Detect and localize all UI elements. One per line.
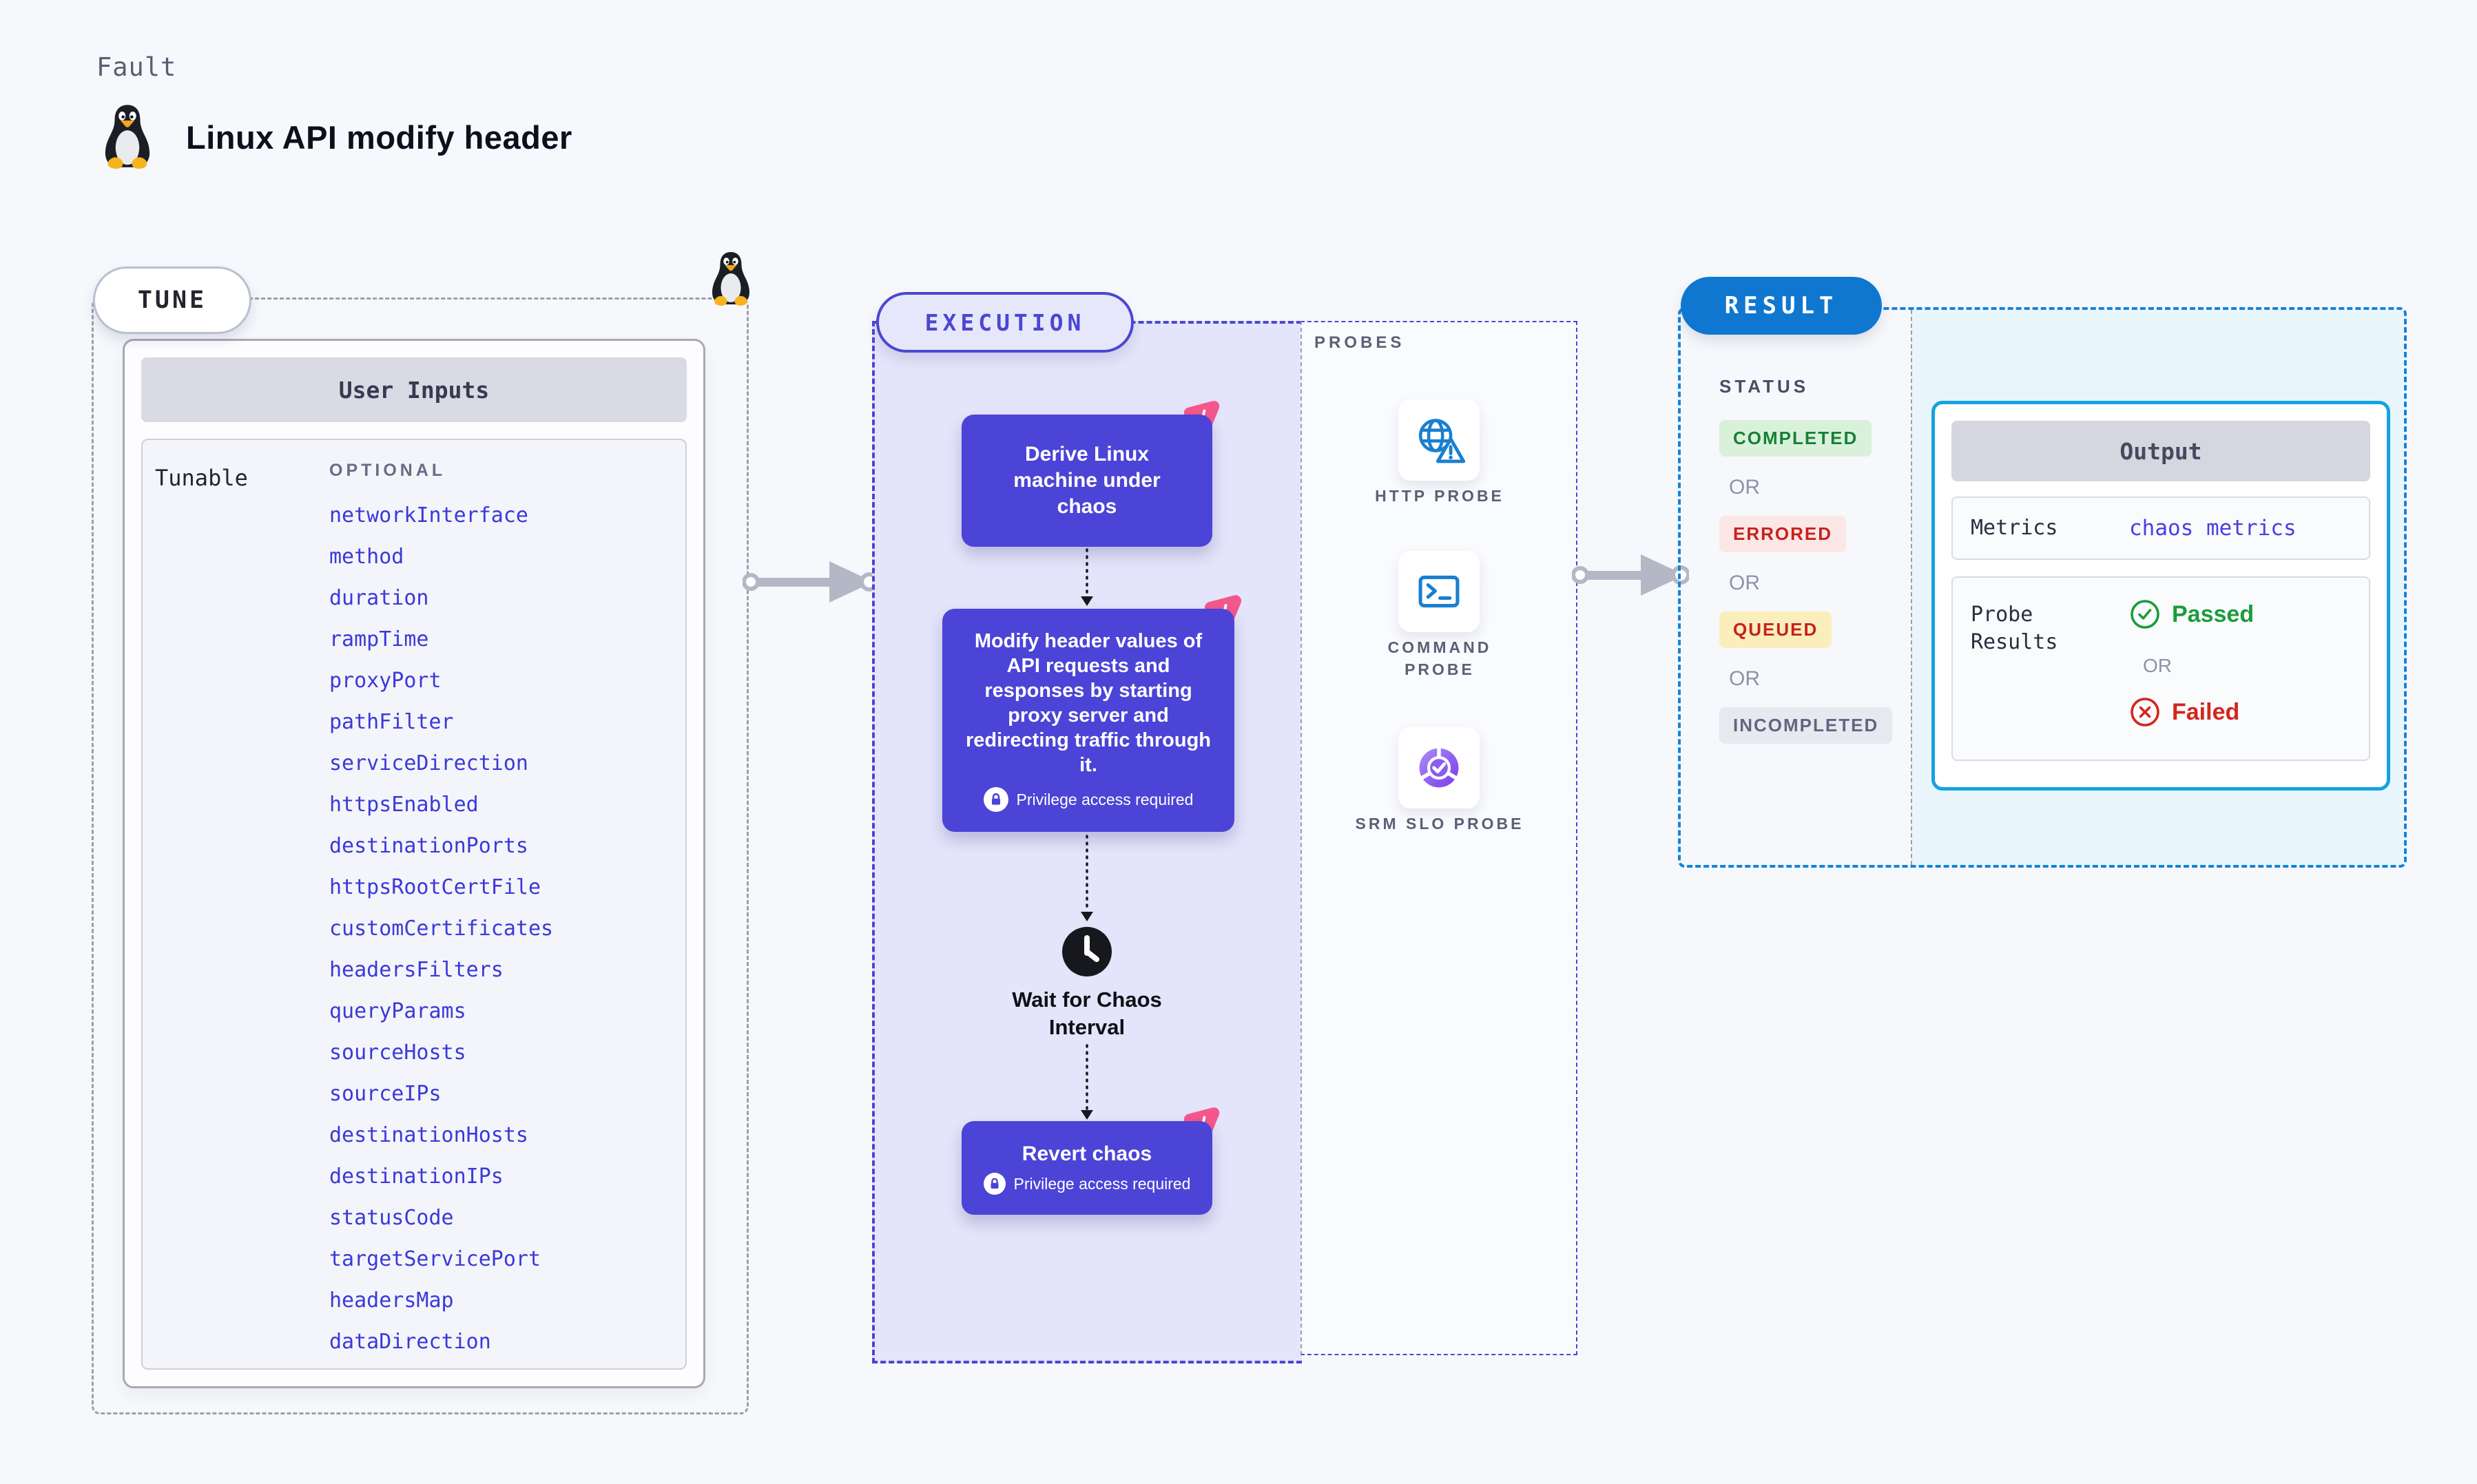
tunables-panel: Tunable OPTIONAL networkInterface method d… xyxy=(141,439,687,1370)
chaos-metrics-link[interactable]: chaos metrics xyxy=(2129,516,2297,541)
or-label: OR xyxy=(1729,476,1760,499)
privilege-row: Privilege access required xyxy=(983,787,1194,812)
privilege-label: Privilege access required xyxy=(1016,790,1194,808)
metrics-label: Metrics xyxy=(1971,516,2058,540)
result-section-border: STATUS COMPLETED OR ERRORED OR QUEUED OR… xyxy=(1678,307,2407,868)
x-circle-icon xyxy=(2131,698,2159,727)
tunable-link[interactable]: destinationPorts xyxy=(329,834,528,858)
probes-section-label: PROBES xyxy=(1314,333,1405,352)
connector-arrow-icon xyxy=(1081,835,1093,921)
or-label: OR xyxy=(2143,655,2172,676)
http-probe-label: HTTP PROBE xyxy=(1375,487,1504,505)
output-box: Output Metrics chaos metrics Probe Resul… xyxy=(1931,401,2390,791)
tunable-link[interactable]: headersFilters xyxy=(329,958,504,982)
slo-donut-icon xyxy=(1419,746,1459,788)
tunable-link[interactable]: duration xyxy=(329,586,429,610)
tunable-link[interactable]: statusCode xyxy=(329,1206,454,1230)
wait-step-label: Wait for Chaos Interval xyxy=(1012,987,1162,1039)
probe-results-label: Probe Results xyxy=(1971,603,2058,654)
lock-icon xyxy=(983,1173,1006,1195)
metrics-row: Metrics chaos metrics xyxy=(1951,497,2370,560)
tunable-link[interactable]: httpsEnabled xyxy=(329,793,479,817)
step-revert-chaos: Revert chaos Privilege access required xyxy=(962,1121,1212,1215)
flow-arrow-icon xyxy=(743,561,878,603)
tunable-link[interactable]: customCertificates xyxy=(329,917,554,941)
fault-kicker: Fault xyxy=(96,52,177,82)
tunable-link[interactable]: proxyPort xyxy=(329,669,442,693)
tunable-link[interactable]: destinationHosts xyxy=(329,1123,528,1147)
lock-icon xyxy=(983,787,1008,812)
flow-arrow-icon xyxy=(1572,554,1689,596)
tune-section-border xyxy=(92,297,749,1414)
check-circle-icon xyxy=(2131,600,2159,629)
tunable-list: networkInterface method duration rampTime pr… xyxy=(329,495,553,1363)
tunable-link[interactable]: networkInterface xyxy=(329,503,528,527)
or-label: OR xyxy=(1729,572,1760,594)
status-badge-completed: COMPLETED xyxy=(1719,420,1872,457)
failed-label: Failed xyxy=(2172,698,2240,725)
connector-arrow-icon xyxy=(1081,548,1093,606)
tunable-link[interactable]: sourceHosts xyxy=(329,1041,466,1065)
privilege-row: Privilege access required xyxy=(983,1173,1191,1195)
status-label: STATUS xyxy=(1719,376,1810,397)
tux-small-icon xyxy=(708,251,754,309)
status-badge-errored: ERRORED xyxy=(1719,516,1847,552)
result-divider xyxy=(1911,310,1912,865)
tunable-link[interactable]: queryParams xyxy=(329,999,466,1023)
failed-row: Failed xyxy=(2129,696,2239,728)
tunable-row-label: Tunable xyxy=(155,465,248,491)
privilege-label: Privilege access required xyxy=(1013,1174,1191,1193)
tunable-link[interactable]: targetServicePort xyxy=(329,1247,541,1271)
connector-arrow-icon xyxy=(1081,1044,1093,1120)
tunable-link[interactable]: sourceIPs xyxy=(329,1082,442,1106)
command-probe-label: COMMAND PROBE xyxy=(1387,638,1492,678)
probes-panel xyxy=(1300,321,1577,1355)
status-badge-incompleted: INCOMPLETED xyxy=(1719,707,1893,744)
command-probe-card[interactable] xyxy=(1398,551,1480,632)
passed-row: Passed xyxy=(2129,598,2254,630)
step-modify-header: Modify header values of API requests and… xyxy=(942,609,1234,832)
probe-results-row: Probe Results Passed OR Failed xyxy=(1951,576,2370,761)
linux-tux-icon xyxy=(101,103,154,172)
clock-icon xyxy=(1062,927,1112,976)
output-title: Output xyxy=(1951,421,2370,481)
tunable-link[interactable]: method xyxy=(329,545,404,569)
srm-slo-probe-label: SRM SLO PROBE xyxy=(1355,815,1524,833)
user-inputs-title: User Inputs xyxy=(141,357,687,422)
globe-warning-icon xyxy=(1418,419,1466,463)
tunable-link[interactable]: headersMap xyxy=(329,1288,454,1313)
http-probe-card[interactable] xyxy=(1398,399,1480,481)
tunable-link[interactable]: pathFilter xyxy=(329,710,454,734)
tunable-link[interactable]: dataDirection xyxy=(329,1330,491,1354)
status-badge-queued: QUEUED xyxy=(1719,612,1832,648)
step-derive-machine: Derive Linux machine under chaos xyxy=(962,415,1212,547)
tunable-link[interactable]: rampTime xyxy=(329,627,429,651)
tunable-link[interactable]: serviceDirection xyxy=(329,751,528,775)
result-badge: RESULT xyxy=(1681,277,1882,335)
srm-slo-probe-card[interactable] xyxy=(1398,727,1480,808)
user-inputs-card: User Inputs Tunable OPTIONAL networkInte… xyxy=(123,339,705,1388)
page-title: Linux API modify header xyxy=(186,119,572,156)
step-label: Derive Linux machine under chaos xyxy=(1013,443,1161,518)
step-label: Modify header values of API requests and… xyxy=(965,630,1212,776)
step-label: Revert chaos xyxy=(1022,1142,1152,1165)
tunable-link[interactable]: httpsRootCertFile xyxy=(329,875,541,899)
passed-label: Passed xyxy=(2172,600,2255,627)
optional-column-header: OPTIONAL xyxy=(329,461,446,480)
tunable-link[interactable]: destinationIPs xyxy=(329,1164,504,1189)
execution-badge: EXECUTION xyxy=(876,292,1134,353)
terminal-icon xyxy=(1418,575,1460,608)
tune-badge: TUNE xyxy=(93,267,251,334)
status-list: COMPLETED OR ERRORED OR QUEUED OR INCOMP… xyxy=(1719,420,1893,744)
or-label: OR xyxy=(1729,667,1760,690)
